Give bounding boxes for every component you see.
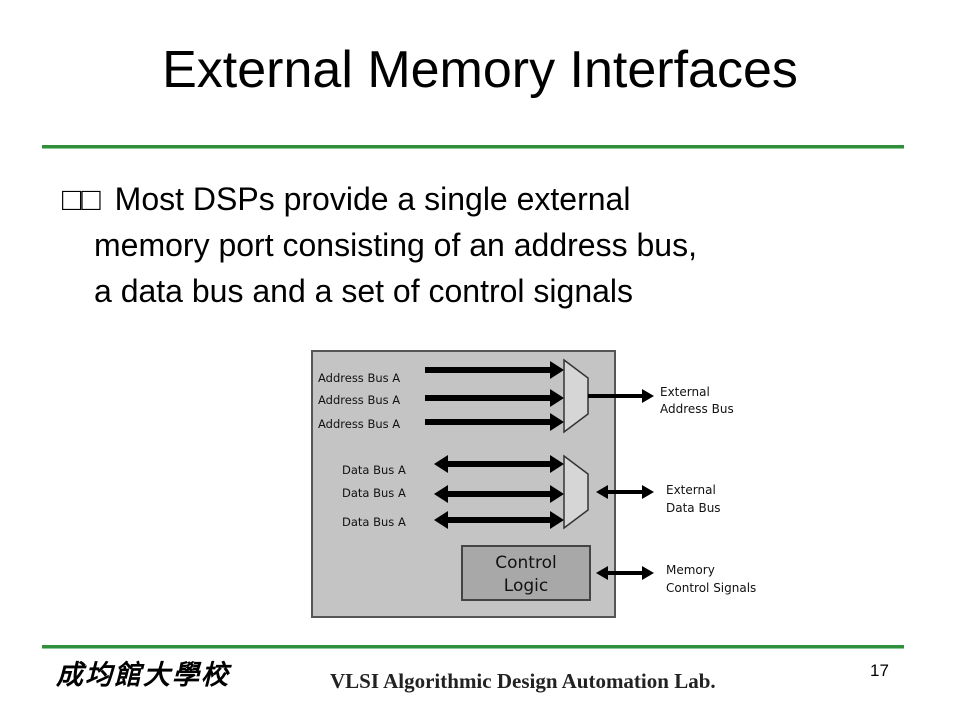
address-input-label-2: Address Bus A (318, 393, 400, 407)
external-arrows (588, 389, 654, 580)
lab-name: VLSI Algorithmic Design Automation Lab. (330, 669, 716, 693)
slide-title: External Memory Interfaces (162, 41, 798, 99)
external-data-label-2: Data Bus (666, 501, 721, 515)
memory-control-label-1: Memory (666, 563, 715, 577)
control-logic-box (461, 545, 591, 601)
bullet-text-line-2: memory port consisting of an address bus… (94, 227, 697, 263)
external-address-label-1: External (660, 385, 710, 399)
bullet-text-line-3: a data bus and a set of control signals (94, 273, 634, 309)
address-input-label-1: Address Bus A (318, 371, 400, 385)
data-input-label-2: Data Bus A (342, 486, 406, 500)
data-mux (563, 454, 589, 530)
external-data-label-1: External (666, 483, 716, 497)
data-bus-arrows (434, 455, 564, 529)
page-number: 17 (870, 661, 889, 680)
bullet-marker: □□ (62, 181, 101, 217)
address-input-label-3: Address Bus A (318, 417, 400, 431)
bullet-text-line-1: Most DSPs provide a single external (114, 181, 631, 217)
control-logic-line-1: Control (495, 553, 556, 573)
external-address-label-2: Address Bus (660, 402, 734, 416)
footer-divider (42, 645, 904, 649)
bullet-first-line: □□ Most DSPs provide a single external (62, 176, 912, 222)
address-bus-arrows (425, 361, 564, 431)
title-divider (42, 145, 904, 149)
data-input-label-3: Data Bus A (342, 515, 406, 529)
university-logo-text: 成均館大學校 (56, 660, 230, 691)
control-logic-line-2: Logic (504, 576, 548, 596)
address-mux (563, 358, 589, 434)
memory-interface-diagram: Address Bus A Address Bus A Address Bus … (311, 350, 756, 618)
memory-control-label-2: Control Signals (666, 581, 756, 595)
bullet-paragraph: □□ Most DSPs provide a single external me… (62, 176, 912, 314)
data-input-label-1: Data Bus A (342, 463, 406, 477)
